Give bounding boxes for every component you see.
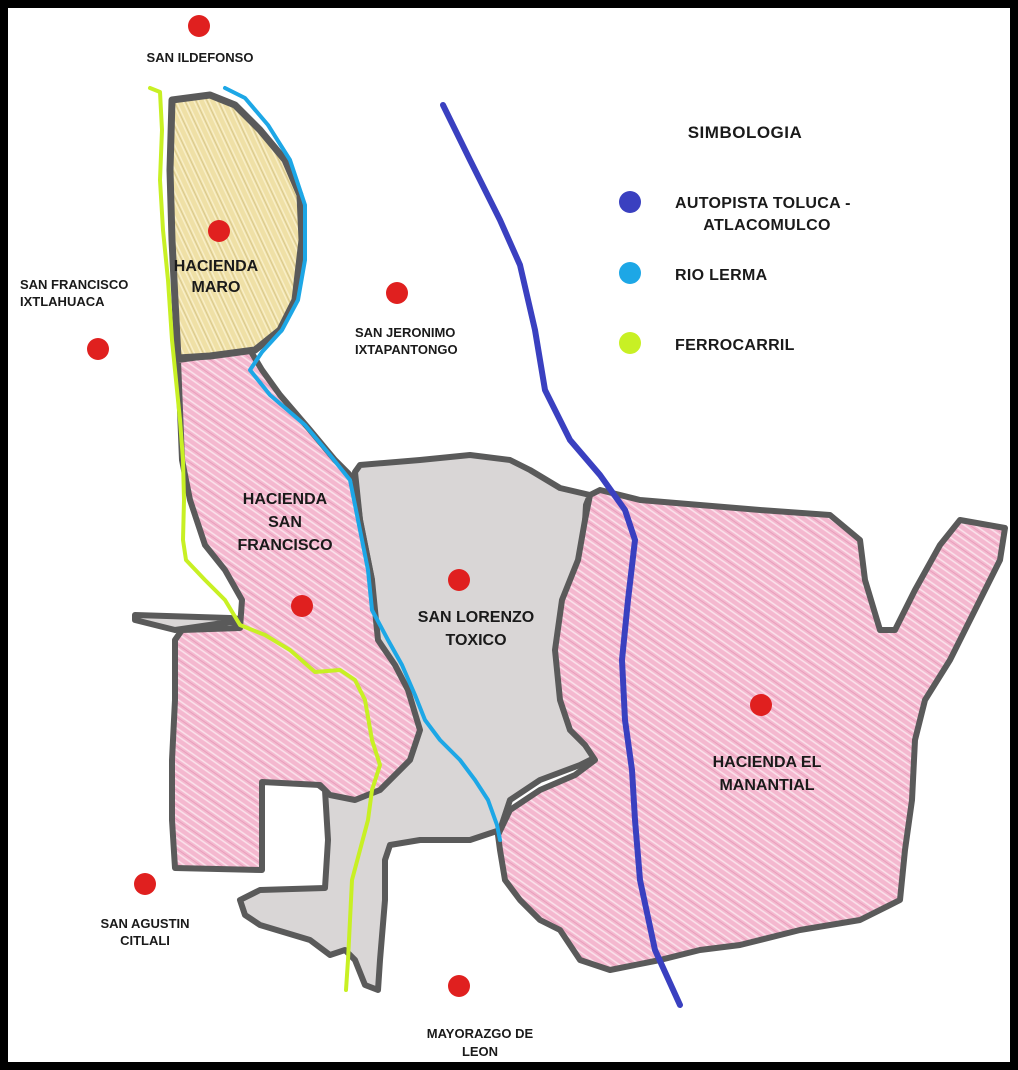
legend: SIMBOLOGIA AUTOPISTA TOLUCA - ATLACOMULC… (619, 123, 851, 354)
legend-swatch-autopista (619, 191, 641, 213)
marker-hacienda-maro (208, 220, 230, 242)
legend-label-rio-lerma: RIO LERMA (675, 267, 768, 284)
label-hacienda-san-francisco-3: FRANCISCO (237, 537, 332, 554)
label-mayorazgo-1: MAYORAZGO DE (427, 1026, 534, 1041)
autopista-line (440, 102, 683, 1008)
label-san-francisco-ixtlahuaca-1: SAN FRANCISCO (20, 277, 128, 292)
label-san-jeronimo-2: IXTAPANTONGO (355, 342, 458, 357)
label-san-ildefonso: SAN ILDEFONSO (147, 50, 254, 65)
legend-swatch-rio-lerma (619, 262, 641, 284)
label-mayorazgo-2: LEON (462, 1044, 498, 1059)
label-san-francisco-ixtlahuaca-2: IXTLAHUACA (20, 294, 105, 309)
label-hacienda-el-manantial-2: MANANTIAL (719, 777, 814, 794)
marker-san-francisco-ixtlahuaca (87, 338, 109, 360)
ferrocarril-line (148, 86, 382, 992)
label-san-agustin-2: CITLALI (120, 933, 170, 948)
zone-hacienda-maro (166, 91, 306, 362)
legend-label-ferrocarril: FERROCARRIL (675, 337, 795, 354)
legend-label-autopista-1: AUTOPISTA TOLUCA - (675, 195, 851, 212)
marker-san-agustin (134, 873, 156, 895)
legend-title: SIMBOLOGIA (688, 123, 803, 142)
marker-san-ildefonso (188, 15, 210, 37)
label-hacienda-maro-1: HACIENDA (174, 258, 259, 275)
marker-san-jeronimo (386, 282, 408, 304)
label-hacienda-san-francisco-1: HACIENDA (243, 491, 328, 508)
marker-san-lorenzo (448, 569, 470, 591)
rio-lerma-line (223, 86, 502, 842)
marker-hacienda-san-francisco (291, 595, 313, 617)
marker-mayorazgo (448, 975, 470, 997)
legend-label-autopista-2: ATLACOMULCO (703, 217, 830, 234)
label-hacienda-san-francisco-2: SAN (268, 514, 302, 531)
label-san-lorenzo-1: SAN LORENZO (418, 609, 534, 626)
legend-swatch-ferrocarril (619, 332, 641, 354)
label-hacienda-maro-2: MARO (192, 279, 241, 296)
label-hacienda-el-manantial-1: HACIENDA EL (713, 754, 822, 771)
marker-hacienda-el-manantial (750, 694, 772, 716)
label-san-lorenzo-2: TOXICO (445, 632, 506, 649)
label-san-jeronimo-1: SAN JERONIMO (355, 325, 455, 340)
label-san-agustin-1: SAN AGUSTIN (100, 916, 189, 931)
